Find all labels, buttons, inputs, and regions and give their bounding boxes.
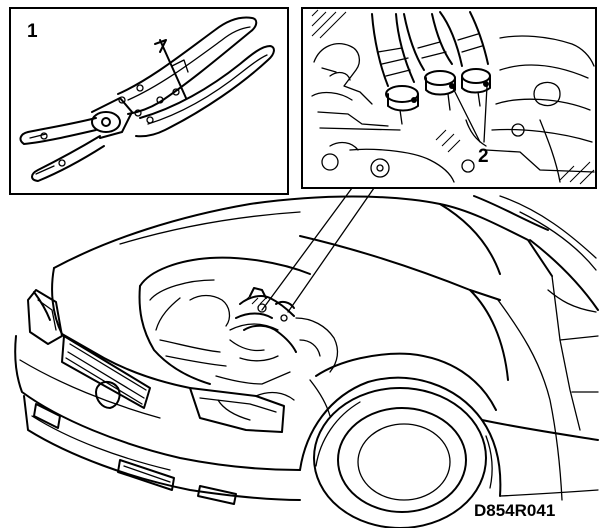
callout-lines [261, 187, 375, 313]
inset-detail-panel: 2 [301, 7, 597, 189]
engine-detail-drawing [311, 9, 595, 185]
inset-tool-number: 1 [27, 21, 38, 42]
inset-detail-number: 2 [478, 146, 489, 167]
inset-tool-panel: 1 [9, 7, 289, 195]
hose-assembly-in-car [229, 287, 297, 362]
car-front-view [14, 195, 599, 528]
grille [61, 335, 151, 409]
pliers-drawing [19, 16, 275, 182]
figure-code: D854R041 [474, 501, 555, 520]
